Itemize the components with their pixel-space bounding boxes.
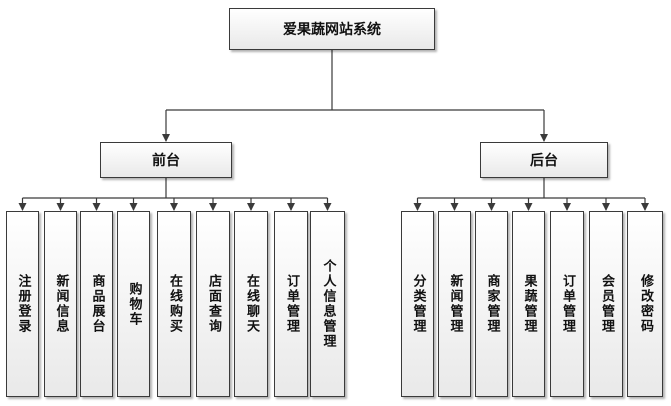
- frontend-leaf-label: 在线聊天: [244, 274, 259, 334]
- backend-leaf-label: 订单管理: [560, 274, 575, 334]
- frontend-leaf: 个人信息管理: [310, 211, 345, 397]
- backend-node-label: 后台: [530, 153, 558, 169]
- frontend-leaf-label: 购物车: [126, 281, 142, 327]
- root-node-label: 爱果蔬网站系统: [283, 22, 381, 38]
- root-node: 爱果蔬网站系统: [229, 8, 435, 50]
- frontend-leaf-label: 店面查询: [206, 274, 221, 334]
- frontend-leaf: 在线聊天: [234, 211, 268, 397]
- frontend-leaf: 在线购买: [157, 211, 191, 397]
- backend-leaf-label: 修改密码: [638, 274, 653, 334]
- backend-leaf: 订单管理: [550, 211, 584, 397]
- frontend-leaf-label: 在线购买: [167, 274, 182, 334]
- backend-leaf-label: 新闻管理: [447, 274, 463, 334]
- backend-leaf: 分类管理: [401, 211, 434, 397]
- backend-leaf-label: 会员管理: [599, 274, 614, 334]
- frontend-leaf: 购物车: [117, 211, 150, 397]
- backend-leaf: 新闻管理: [438, 211, 471, 397]
- backend-leaf: 会员管理: [589, 211, 623, 397]
- backend-leaf-label: 商家管理: [484, 274, 500, 334]
- frontend-leaf: 注册登录: [6, 211, 39, 397]
- frontend-leaf-label: 新闻信息: [53, 274, 69, 334]
- frontend-leaf: 店面查询: [196, 211, 230, 397]
- frontend-leaf-label: 注册登录: [15, 274, 31, 334]
- frontend-leaf-label: 商品展台: [89, 274, 105, 334]
- frontend-leaf: 订单管理: [274, 211, 308, 397]
- backend-leaf-label: 果蔬管理: [521, 274, 537, 334]
- frontend-leaf: 新闻信息: [44, 211, 77, 397]
- frontend-leaf-label: 订单管理: [284, 274, 299, 334]
- backend-leaf: 修改密码: [627, 211, 663, 397]
- backend-leaf: 商家管理: [475, 211, 508, 397]
- frontend-node-label: 前台: [152, 153, 180, 169]
- backend-leaf-label: 分类管理: [410, 274, 426, 334]
- frontend-node: 前台: [100, 142, 232, 178]
- frontend-leaf: 商品展台: [80, 211, 113, 397]
- backend-node: 后台: [480, 142, 608, 178]
- backend-leaf: 果蔬管理: [512, 211, 545, 397]
- frontend-leaf-label: 个人信息管理: [320, 259, 336, 349]
